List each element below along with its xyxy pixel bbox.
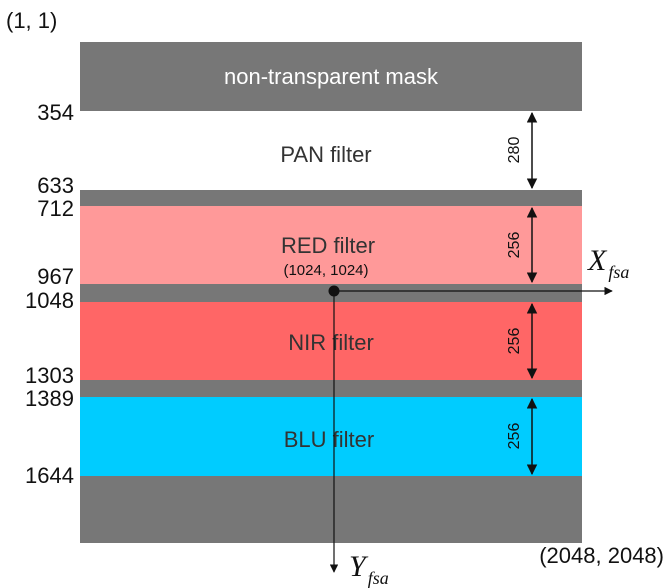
band-label-pan: PAN filter bbox=[280, 142, 371, 167]
band-label-red: RED filter bbox=[281, 233, 375, 258]
dimension-red: 256 bbox=[506, 206, 538, 284]
row-tick-633: 633 bbox=[37, 173, 74, 198]
band-nir: NIR filter bbox=[80, 302, 582, 380]
x-axis-label-main: X bbox=[587, 244, 608, 277]
band-blu: BLU filter bbox=[80, 397, 582, 476]
row-tick-1303: 1303 bbox=[25, 363, 74, 388]
band-label-nir: NIR filter bbox=[288, 330, 374, 355]
y-axis-label-sub: fsa bbox=[368, 568, 389, 588]
dimension-label-blu: 256 bbox=[506, 423, 523, 450]
band-mask-top: non-transparent mask bbox=[80, 42, 582, 111]
center-point-marker bbox=[328, 285, 340, 297]
bottom-right-corner-label: (2048, 2048) bbox=[539, 543, 664, 568]
row-tick-354: 354 bbox=[37, 100, 74, 125]
row-tick-712: 712 bbox=[37, 196, 74, 221]
y-axis-label-main: Y bbox=[349, 550, 369, 583]
dimension-label-nir: 256 bbox=[506, 328, 523, 355]
band-mask-bottom bbox=[80, 476, 582, 543]
dimension-label-red: 256 bbox=[506, 232, 523, 259]
dimension-label-pan: 280 bbox=[506, 137, 523, 164]
top-left-corner-label: (1, 1) bbox=[6, 8, 57, 33]
band-gap-3 bbox=[80, 380, 582, 397]
band-pan: PAN filter bbox=[80, 111, 582, 190]
dimension-blu: 256 bbox=[506, 397, 538, 476]
row-tick-1389: 1389 bbox=[25, 386, 74, 411]
dimension-nir: 256 bbox=[506, 302, 538, 380]
row-tick-967: 967 bbox=[37, 264, 74, 289]
band-gap-1 bbox=[80, 190, 582, 206]
row-tick-1644: 1644 bbox=[25, 463, 74, 488]
band-red: RED filter bbox=[80, 206, 582, 284]
center-point-label: (1024, 1024) bbox=[283, 262, 368, 279]
row-tick-1048: 1048 bbox=[25, 288, 74, 313]
band-label-mask-top: non-transparent mask bbox=[224, 64, 439, 89]
band-label-blu: BLU filter bbox=[284, 427, 374, 452]
dimension-pan: 280 bbox=[506, 111, 538, 190]
x-axis-label-sub: fsa bbox=[608, 262, 629, 282]
row-tick-labels: 354 633 712 967 1048 1303 1389 1644 bbox=[25, 100, 74, 488]
